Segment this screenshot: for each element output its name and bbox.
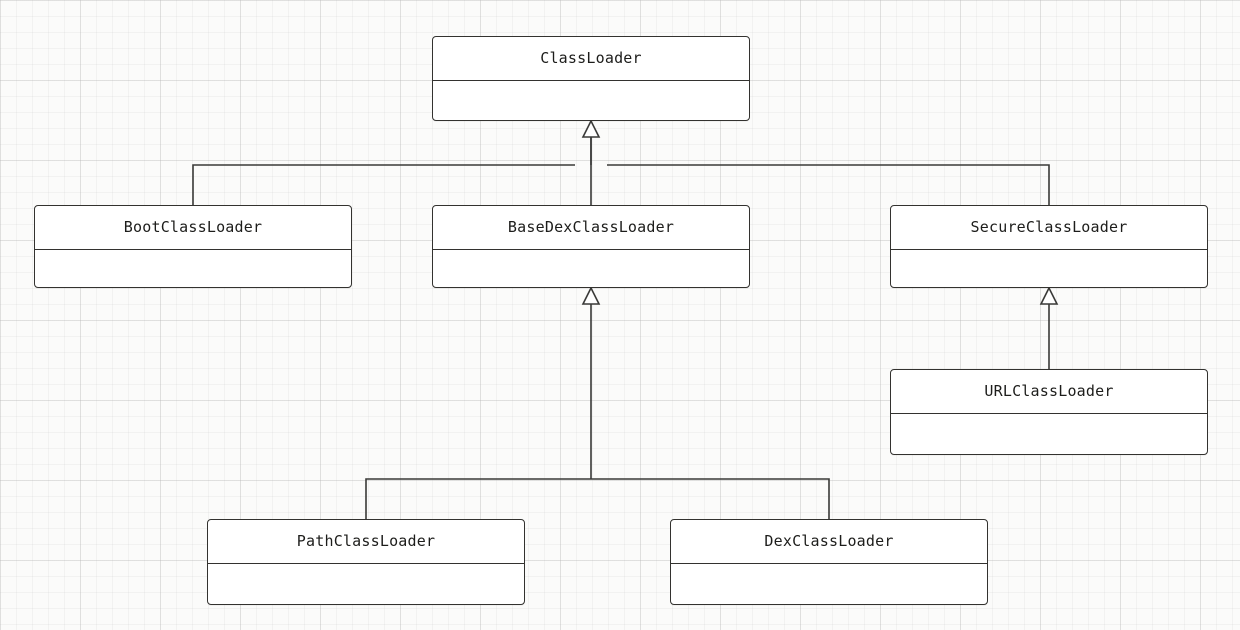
edge-dexclassloader-to-basedexclassloader — [591, 478, 830, 519]
arrowhead-classloader — [581, 119, 601, 138]
class-node-members — [433, 250, 749, 287]
class-node-title: BootClassLoader — [123, 218, 263, 236]
edge-pathclassloader-to-basedexclassloader — [365, 478, 591, 519]
class-node-divider — [671, 563, 987, 564]
class-node-pathclassloader[interactable]: PathClassLoader — [207, 519, 525, 605]
class-node-bootclassloader[interactable]: BootClassLoader — [34, 205, 352, 288]
edge-secureclassloader-to-classloader — [607, 164, 1050, 205]
class-node-title: SecureClassLoader — [970, 218, 1128, 236]
class-node-title: ClassLoader — [540, 49, 642, 67]
class-node-divider — [35, 249, 351, 250]
arrowhead-secureclassloader — [1039, 286, 1059, 305]
class-node-secureclassloader[interactable]: SecureClassLoader — [890, 205, 1208, 288]
class-node-basedexclassloader[interactable]: BaseDexClassLoader — [432, 205, 750, 288]
class-node-divider — [433, 249, 749, 250]
class-node-members — [891, 414, 1207, 454]
class-node-title: BaseDexClassLoader — [507, 218, 675, 236]
class-node-members — [891, 250, 1207, 287]
class-node-divider — [208, 563, 524, 564]
arrowhead-basedexclassloader — [581, 286, 601, 305]
class-node-members — [433, 81, 749, 120]
class-node-classloader[interactable]: ClassLoader — [432, 36, 750, 121]
class-node-members — [35, 250, 351, 287]
class-node-urlclassloader[interactable]: URLClassLoader — [890, 369, 1208, 455]
class-node-divider — [433, 80, 749, 81]
class-node-title: URLClassLoader — [984, 382, 1114, 400]
class-node-members — [208, 564, 524, 604]
class-node-dexclassloader[interactable]: DexClassLoader — [670, 519, 988, 605]
class-node-divider — [891, 413, 1207, 414]
class-node-divider — [891, 249, 1207, 250]
class-node-title: DexClassLoader — [764, 532, 894, 550]
edge-bootclassloader-to-classloader — [192, 164, 575, 205]
class-node-title: PathClassLoader — [296, 532, 436, 550]
class-node-members — [671, 564, 987, 604]
